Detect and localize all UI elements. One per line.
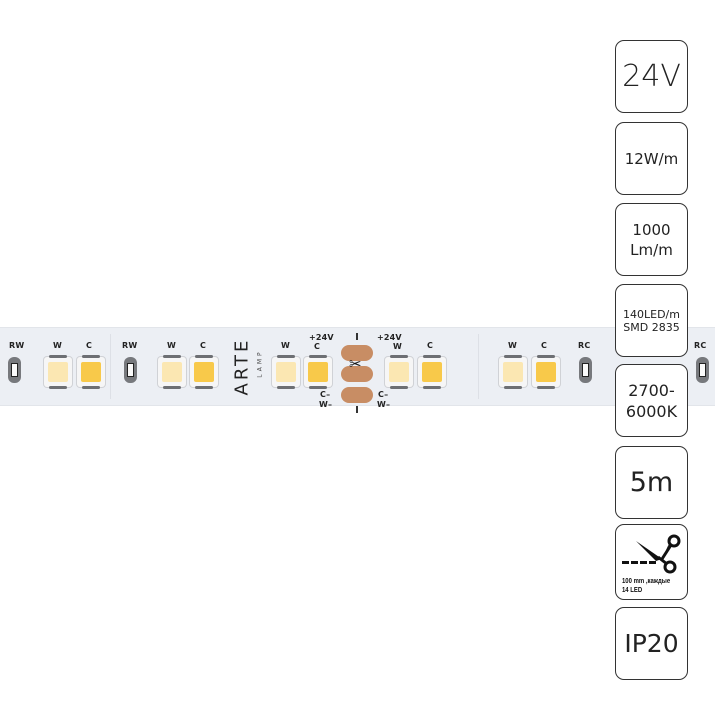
- led-cool: [190, 355, 218, 389]
- label-rc: RC: [694, 341, 707, 350]
- led-cool: [77, 355, 105, 389]
- brand-sub: LAMP: [256, 349, 264, 378]
- label-plus24v: +24V: [309, 333, 334, 342]
- spec-led-density: 140LED/m SMD 2835: [615, 284, 688, 357]
- solder-pad: [341, 387, 373, 403]
- scissors-icon: ✂: [349, 356, 362, 373]
- spec-length: 5m: [615, 446, 688, 519]
- spec-luminous-flux: 1000 Lm/m: [615, 203, 688, 276]
- label-rw: RW: [9, 341, 25, 350]
- cct-max: 6000K: [625, 401, 678, 421]
- label-c: C: [541, 341, 548, 350]
- cut-step-text: 100 mm ,каждые: [622, 578, 671, 585]
- label-c: C: [427, 341, 434, 350]
- label-w: W: [281, 341, 291, 350]
- led-warm: [499, 355, 527, 389]
- flux-value: 1000: [632, 220, 671, 239]
- led-warm: [44, 355, 72, 389]
- label-c: C: [86, 341, 93, 350]
- segment-divider: [478, 334, 479, 399]
- cut-mark: [356, 406, 358, 413]
- label-w: W: [53, 341, 63, 350]
- power-value: 12W/m: [624, 149, 679, 168]
- voltage-value: 24V: [622, 59, 681, 94]
- led-density-value: 140LED/m: [623, 307, 680, 321]
- led-type: SMD 2835: [623, 320, 680, 334]
- length-value: 5m: [629, 467, 674, 498]
- cct-min: 2700-: [628, 380, 675, 400]
- led-cool: [532, 355, 560, 389]
- label-rw: RW: [122, 341, 138, 350]
- label-w-minus: W–: [319, 400, 333, 409]
- label-c-minus: C–: [320, 390, 331, 399]
- solder-pad: [341, 345, 373, 361]
- arte-lamp-logo: ARTE LAMP: [226, 330, 264, 402]
- label-c-minus: C–: [378, 390, 389, 399]
- brand-name: ARTE: [231, 337, 253, 396]
- spec-protection: IP20: [615, 607, 688, 680]
- label-c: C: [200, 341, 207, 350]
- led-warm: [158, 355, 186, 389]
- led-cool: [304, 355, 332, 389]
- spec-color-temperature: 2700- 6000K: [615, 364, 688, 437]
- spec-power: 12W/m: [615, 122, 688, 195]
- led-cool: [418, 355, 446, 389]
- label-w: W: [167, 341, 177, 350]
- label-c: C: [314, 342, 321, 351]
- resistor: [124, 357, 137, 383]
- ip-rating: IP20: [624, 629, 679, 658]
- led-warm: [385, 355, 413, 389]
- segment-divider: [110, 334, 111, 399]
- resistor: [579, 357, 592, 383]
- spec-cut-step: 100 mm ,каждые 14 LED: [615, 524, 688, 600]
- label-plus24v: +24V: [377, 333, 402, 342]
- led-warm: [272, 355, 300, 389]
- label-w: W: [393, 342, 403, 351]
- resistor: [8, 357, 21, 383]
- solder-pad: [341, 366, 373, 382]
- cut-step-leds: 14 LED: [622, 587, 643, 594]
- spec-voltage: 24V: [615, 40, 688, 113]
- cut-mark: [356, 333, 358, 340]
- label-w: W: [508, 341, 518, 350]
- resistor: [696, 357, 709, 383]
- label-rc: RC: [578, 341, 591, 350]
- label-w-minus: W–: [377, 400, 391, 409]
- flux-unit: Lm/m: [630, 240, 673, 259]
- scissors-cut-icon: [622, 531, 682, 577]
